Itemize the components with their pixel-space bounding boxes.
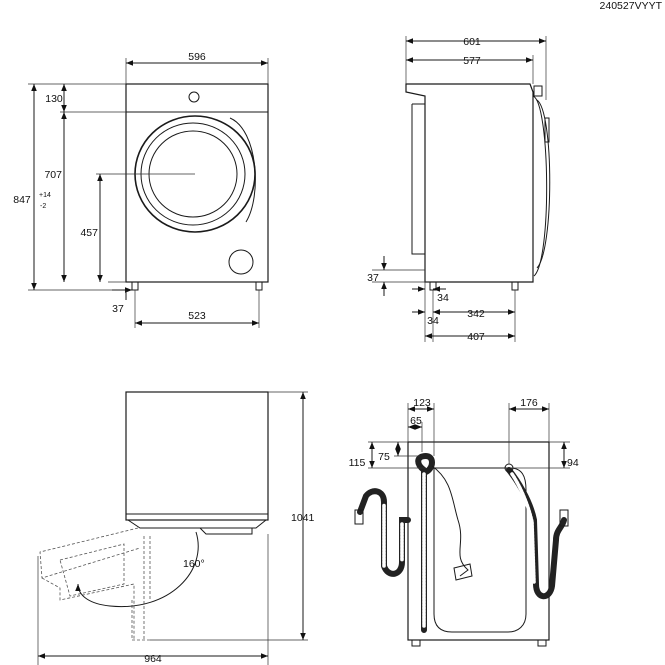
rear-panel-outline [433, 467, 527, 633]
inlet-hose-left-texture [382, 502, 404, 568]
power-plug-icon [453, 563, 473, 581]
inlet-y-94-label: 94 [567, 457, 579, 469]
side-foot-front [511, 281, 519, 291]
height-707-label: 707 [44, 169, 62, 181]
side-door-inner [536, 99, 551, 269]
width-596-label: 596 [188, 51, 206, 63]
foot-37-side-label: 37 [367, 272, 379, 284]
side-top-latch [533, 85, 543, 97]
drain-y-115-label: 115 [349, 457, 366, 469]
height-1041-label: 1041 [291, 512, 315, 524]
door-frame-outline [143, 536, 151, 640]
drain-y-75-label: 75 [378, 451, 390, 463]
top-view-cabinet [125, 391, 269, 521]
inlet-hose-right-texture [510, 472, 536, 584]
open-door-outline-side [41, 577, 135, 640]
depth-577-label: 577 [463, 55, 481, 67]
side-panel-detail [411, 103, 425, 255]
feet-spacing-342-label: 342 [467, 308, 485, 320]
height-457-label: 457 [80, 227, 98, 239]
top-panel-130-label: 130 [45, 93, 63, 105]
side-view: 601 577 37 34 34 342 407 [367, 36, 551, 343]
drain-x-123-label: 123 [413, 397, 431, 409]
rear-foot-right [537, 639, 547, 647]
height-847-label: 847 [13, 194, 31, 206]
door-handle [229, 117, 256, 223]
drawing-code: 240527VYYT [600, 0, 663, 12]
filter-hatch-icon [228, 249, 254, 275]
depth-964-label: 964 [144, 653, 162, 665]
front-foot-right [255, 281, 263, 291]
height-tolerance-upper: +14 [39, 192, 51, 199]
depth-407-label: 407 [467, 331, 485, 343]
top-view-door-base [127, 519, 267, 529]
foot-offset-34-upper-label: 34 [437, 292, 449, 304]
door-angle-160-label: 160° [183, 558, 205, 570]
drain-x-65-label: 65 [410, 415, 422, 427]
inlet-x-176-label: 176 [520, 397, 538, 409]
program-knob-icon [188, 91, 200, 103]
rear-view: 123 65 115 75 176 94 [349, 397, 579, 647]
open-door-outline-top [39, 527, 141, 579]
inlet-hose-left-connector [354, 509, 364, 525]
side-door-handle [544, 117, 550, 143]
foot-37-front-label: 37 [112, 303, 124, 315]
door-frame-base [131, 600, 150, 641]
inlet-hose-right-connector [559, 509, 569, 527]
door-swing-arc [75, 531, 199, 608]
front-cabinet [125, 83, 269, 283]
foot-offset-34-lower-label: 34 [427, 315, 439, 327]
side-cabinet [405, 83, 534, 283]
height-tolerance-lower: -2 [40, 203, 46, 210]
top-view-hinge-block [199, 527, 253, 535]
feet-spacing-523-label: 523 [188, 310, 206, 322]
depth-601-label: 601 [463, 36, 481, 48]
door-open-view: 160° 1041 964 [37, 391, 315, 665]
front-view: 596 130 707 847 +14 -2 457 37 523 [13, 51, 269, 328]
front-foot-left [131, 281, 139, 291]
rear-foot-left [411, 639, 421, 647]
open-door-glass-outline [59, 543, 125, 597]
power-cable [431, 465, 469, 577]
